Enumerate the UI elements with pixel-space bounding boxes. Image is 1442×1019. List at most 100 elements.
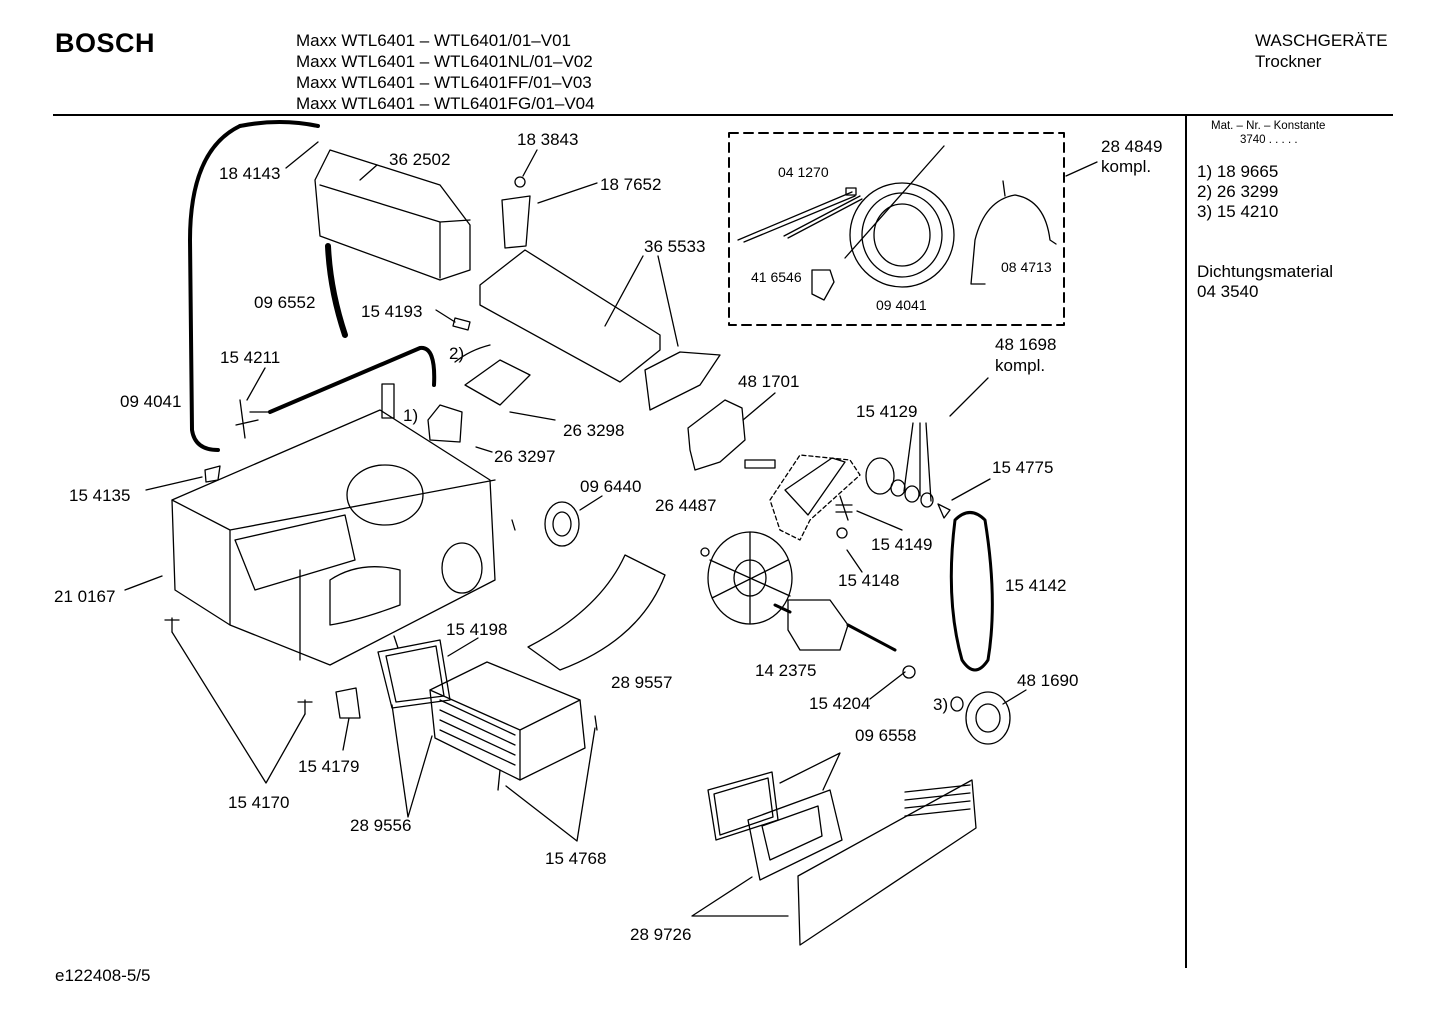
leader-line xyxy=(435,309,456,323)
container-housing-icon xyxy=(479,249,661,383)
part-number-label: 28 9556 xyxy=(350,816,412,835)
pump-mount-icon xyxy=(464,359,531,406)
sealing-material-label: Dichtungsmaterial xyxy=(1197,262,1334,281)
part-number-label: 09 6440 xyxy=(580,477,642,496)
leader-line xyxy=(1065,161,1098,177)
front-panel-icon xyxy=(797,779,977,946)
complete-set-label: kompl. xyxy=(995,356,1046,375)
leader-line xyxy=(475,446,493,453)
cable-tie-icon xyxy=(737,191,863,243)
pin-icon xyxy=(511,519,516,531)
seal-ring-icon xyxy=(544,501,580,547)
sidebar-divider xyxy=(1185,116,1187,968)
washer-icon xyxy=(904,485,920,503)
category-subtitle: Trockner xyxy=(1255,52,1322,71)
model-line: Maxx WTL6401 – WTL6401NL/01–V02 xyxy=(296,52,593,71)
leader-line xyxy=(509,411,556,421)
filter-gasket-icon xyxy=(377,639,451,709)
part-number-label: 36 5533 xyxy=(644,237,706,256)
part-number-label: 48 1701 xyxy=(738,372,800,391)
motor-icon xyxy=(787,599,849,651)
water-container-icon xyxy=(314,149,471,281)
bearing-icon xyxy=(902,665,916,679)
part-number-label: 15 4768 xyxy=(545,849,607,868)
pin-icon xyxy=(393,635,399,649)
complete-set-label: kompl. xyxy=(1101,157,1152,176)
drum-seat-icon xyxy=(346,464,424,526)
sidebar-constant: 3740 . . . . . xyxy=(1240,134,1298,146)
filter-door-icon xyxy=(747,789,843,881)
leader-line xyxy=(342,717,350,751)
part-number-label: 09 4041 xyxy=(120,392,182,411)
part-number-label: 26 3298 xyxy=(563,421,625,440)
part-number-label: 28 9726 xyxy=(630,925,692,944)
sidebar-list: 1) 18 9665 2) 26 3299 3) 15 4210 xyxy=(1197,162,1278,222)
drain-hose-icon xyxy=(188,124,242,452)
leader-line xyxy=(869,671,906,700)
part-number-label: 15 4204 xyxy=(809,694,871,713)
bearing-icon xyxy=(950,696,964,712)
leader-line xyxy=(124,575,163,591)
model-list: Maxx WTL6401 – WTL6401/01–V01 Maxx WTL64… xyxy=(296,30,595,114)
washer-icon xyxy=(890,479,906,497)
leader-line xyxy=(145,476,203,491)
part-number-label: 18 3843 xyxy=(517,130,579,149)
leader-line xyxy=(604,255,679,347)
part-number-label: 28 9557 xyxy=(611,673,673,692)
leader-line xyxy=(579,495,603,511)
drawing-code: e122408-5/5 xyxy=(55,966,151,985)
part-number-label: 48 1690 xyxy=(1017,671,1079,690)
leader-line xyxy=(246,367,266,401)
part-number-label: 15 4179 xyxy=(298,757,360,776)
screw-icon xyxy=(937,503,951,519)
switch-icon xyxy=(427,404,463,443)
leader-line xyxy=(1002,689,1027,705)
sidebar-note: Dichtungsmaterial 04 3540 xyxy=(1197,262,1333,302)
model-line: Maxx WTL6401 – WTL6401/01–V01 xyxy=(296,31,571,50)
footnote-marker: 3) xyxy=(933,695,949,714)
part-number-label: 48 1698 xyxy=(995,335,1057,354)
drain-hose-coil-icon xyxy=(849,182,955,288)
footnote-marker: 1) xyxy=(403,406,419,425)
pin-icon xyxy=(497,769,501,791)
part-number-label: 09 6552 xyxy=(254,293,316,312)
base-frame-icon xyxy=(171,409,496,666)
clip-icon xyxy=(452,317,471,331)
part-number-label: 15 4142 xyxy=(1005,576,1067,595)
cable-icon xyxy=(454,344,491,363)
part-number-label: 18 7652 xyxy=(600,175,662,194)
header-divider xyxy=(53,114,1393,116)
filter-grid-icon xyxy=(234,514,356,591)
part-number-label: 26 4487 xyxy=(655,496,717,515)
part-number-label: 18 4143 xyxy=(219,164,281,183)
spring-icon xyxy=(835,495,853,521)
leader-line xyxy=(779,752,841,791)
accessory-kit-box xyxy=(728,132,1065,326)
capacitor-icon xyxy=(381,383,395,419)
drum-pulley-icon xyxy=(965,691,1011,745)
vent-opening-icon xyxy=(329,566,401,626)
category-block: WASCHGERÄTE Trockner xyxy=(1255,30,1388,72)
leader-line xyxy=(447,637,479,657)
leader-line xyxy=(856,510,903,531)
part-number-label: 15 4198 xyxy=(446,620,508,639)
part-number-label: 15 4129 xyxy=(856,402,918,421)
leader-line xyxy=(537,182,598,204)
leader-line xyxy=(359,164,378,181)
part-number-label: 21 0167 xyxy=(54,587,116,606)
leader-line xyxy=(951,478,991,501)
part-number-label: 15 4148 xyxy=(838,571,900,590)
category-title: WASCHGERÄTE xyxy=(1255,31,1388,50)
sidebar-item: 2) 26 3299 xyxy=(1197,182,1279,201)
part-number-label: 26 3297 xyxy=(494,447,556,466)
cable-tie-head-icon xyxy=(845,187,857,196)
brand-logo: BOSCH xyxy=(55,28,156,58)
model-line: Maxx WTL6401 – WTL6401FF/01–V03 xyxy=(296,73,592,92)
model-line: Maxx WTL6401 – WTL6401FG/01–V04 xyxy=(296,94,595,113)
part-number-label: 15 4775 xyxy=(992,458,1054,477)
leader-line xyxy=(742,392,776,421)
connector-icon xyxy=(335,687,361,719)
part-number-label: 28 4849 xyxy=(1101,137,1163,156)
sealing-material-number: 04 3540 xyxy=(1197,282,1259,301)
